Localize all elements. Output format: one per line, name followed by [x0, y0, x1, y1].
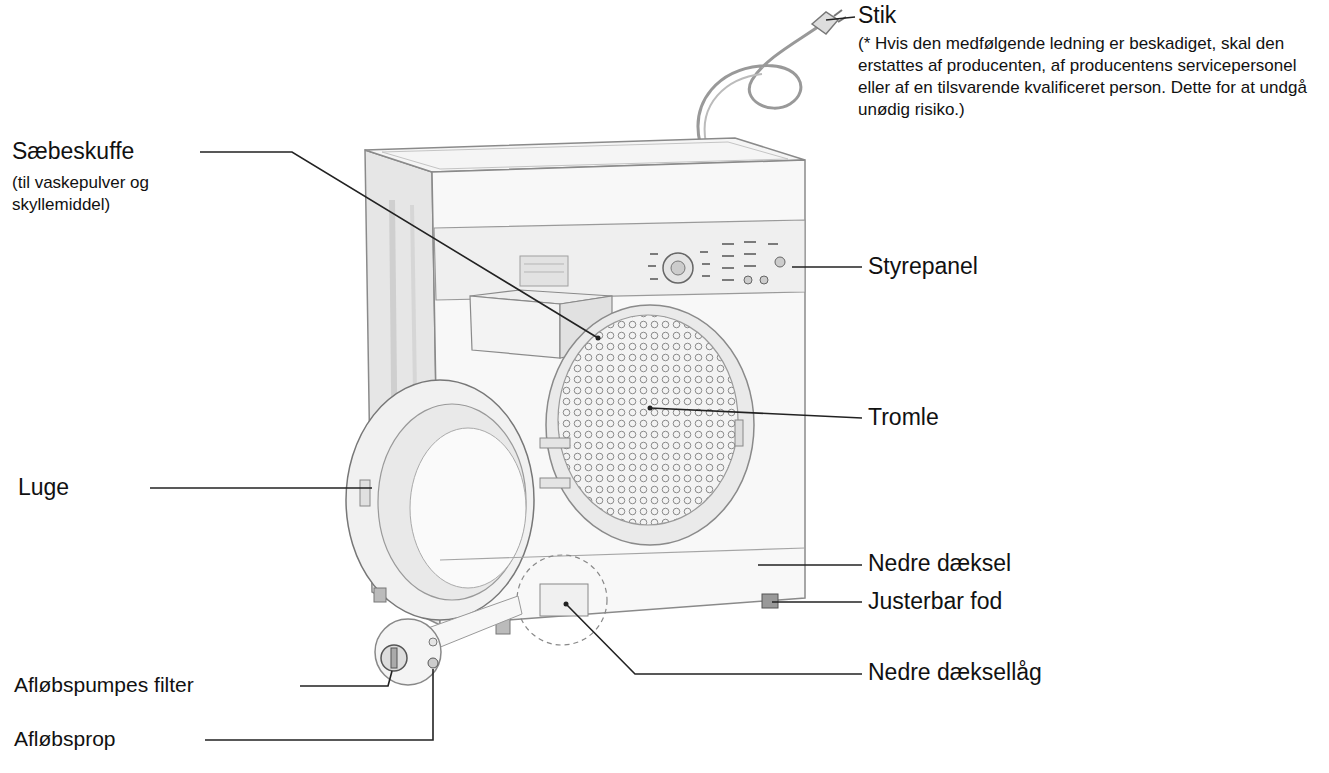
drain-plug [428, 658, 438, 668]
panel-mark [722, 243, 734, 245]
panel-display-line [524, 272, 564, 273]
panel-mark [702, 263, 710, 265]
adjustable-foot [374, 588, 386, 602]
door-hinge [540, 438, 570, 448]
adjustable-foot [762, 594, 778, 608]
door-handle [360, 480, 370, 506]
plug-pin [834, 10, 842, 16]
door [346, 380, 534, 620]
leader-dot [564, 602, 569, 607]
panel-mark [650, 278, 658, 280]
drain-filter-grip [391, 648, 397, 668]
panel-mark [700, 251, 708, 253]
part-label: Nedre dæksellåg [868, 659, 1168, 686]
part-note: (til vaskepulver og skyllemiddel) [12, 172, 212, 216]
part-label: Afløbsprop [14, 726, 314, 752]
power-cord [698, 24, 822, 143]
soap-drawer-front [470, 296, 560, 358]
detail-pointer [428, 596, 522, 648]
lower-cover-lid [540, 584, 588, 616]
leader-line [150, 487, 372, 489]
panel-mark [650, 253, 658, 255]
control-panel [434, 220, 805, 300]
door-opening [546, 305, 754, 545]
panel-button [760, 276, 768, 284]
detail-inset [375, 619, 441, 685]
leader-dot [596, 336, 601, 341]
drain-hose-clip [429, 638, 437, 646]
panel-button [744, 276, 752, 284]
panel-mark [722, 267, 734, 269]
panel-mark [768, 243, 778, 245]
power-cord [705, 74, 762, 143]
leader-line [826, 17, 855, 20]
leader-line [758, 564, 862, 566]
panel-mark [722, 279, 734, 281]
part-label: Afløbspumpes filter [14, 672, 314, 698]
leader-line [300, 671, 392, 686]
drain-filter [381, 645, 407, 671]
leader-line [200, 152, 598, 338]
panel-display-line [524, 264, 564, 265]
lower-cover-edge [440, 548, 805, 560]
part-label: Stik [858, 2, 1058, 29]
door-ring [378, 404, 526, 600]
panel-mark [722, 255, 734, 257]
part-label: Nedre dæksel [868, 550, 1168, 577]
leader-line [792, 266, 862, 268]
panel-mark [702, 275, 710, 277]
leader-line [205, 669, 433, 740]
part-label: Tromle [868, 404, 1168, 431]
panel-markings [648, 242, 778, 280]
part-label: Justerbar fod [868, 588, 1168, 615]
panel-mark [744, 253, 756, 255]
leader-dot [648, 406, 653, 411]
part-label: Sæbeskuffe [12, 138, 292, 165]
leader-lines [150, 17, 862, 740]
drum [558, 315, 738, 525]
door-glass [410, 428, 526, 588]
panel-mark [744, 265, 756, 267]
part-label: Styrepanel [868, 253, 1168, 280]
door-lock [735, 420, 743, 446]
part-label: Luge [18, 474, 218, 501]
panel-button [775, 257, 785, 267]
panel-mark [744, 241, 756, 243]
leader-line [566, 604, 862, 674]
program-dial [663, 253, 693, 283]
leader-line [650, 408, 862, 418]
panel-display [520, 256, 568, 286]
part-note: (* Hvis den medfølgende ledning er beska… [858, 33, 1326, 121]
panel-mark [648, 265, 656, 267]
leader-line [772, 601, 862, 603]
program-dial-knob [671, 261, 685, 275]
door-hinge [540, 478, 570, 488]
